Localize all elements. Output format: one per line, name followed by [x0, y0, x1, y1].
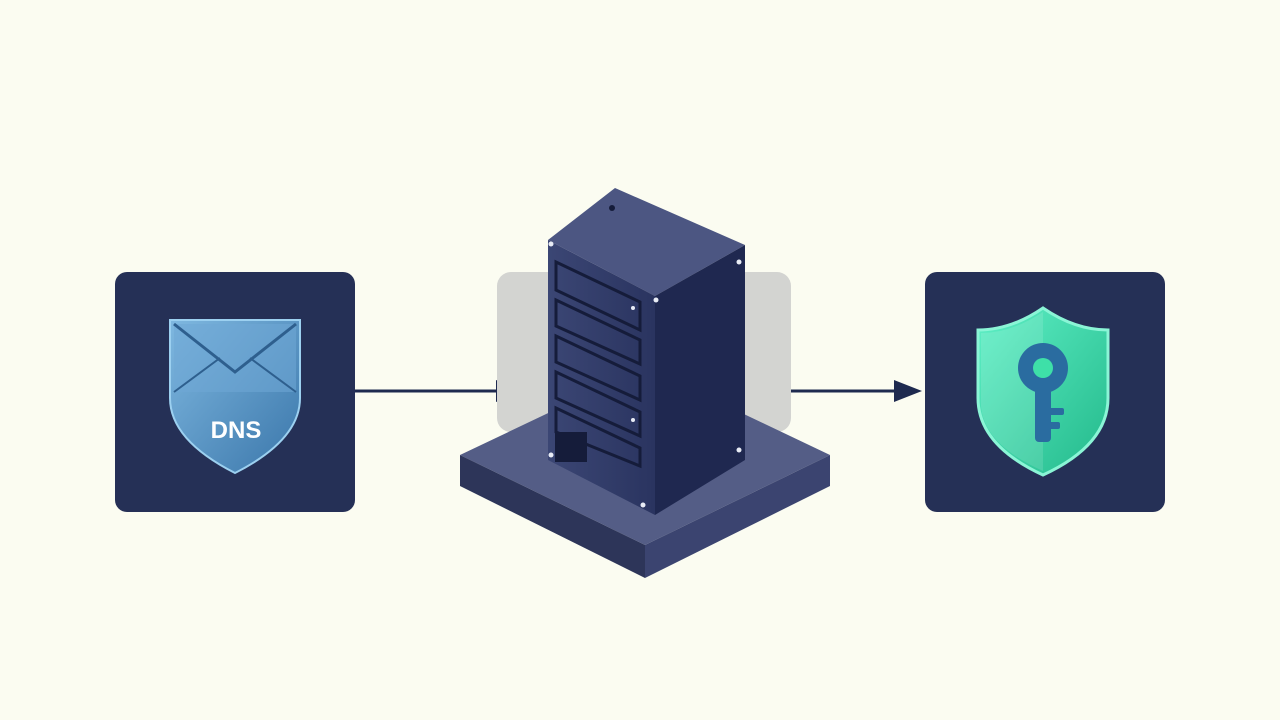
server-tower-icon [548, 188, 745, 515]
server-node [460, 188, 830, 578]
drive-bays [554, 259, 642, 469]
arrowhead-icon [894, 380, 922, 402]
key-shield-node [925, 272, 1165, 512]
envelope-icon [174, 324, 296, 392]
email-dns-shield-icon: DNS [169, 319, 301, 475]
dns-mail-node: DNS [115, 272, 355, 512]
connector-dns-to-server [355, 380, 522, 402]
key-shield-icon [976, 306, 1110, 477]
key-icon [1018, 343, 1068, 442]
dns-label: DNS [211, 417, 262, 444]
